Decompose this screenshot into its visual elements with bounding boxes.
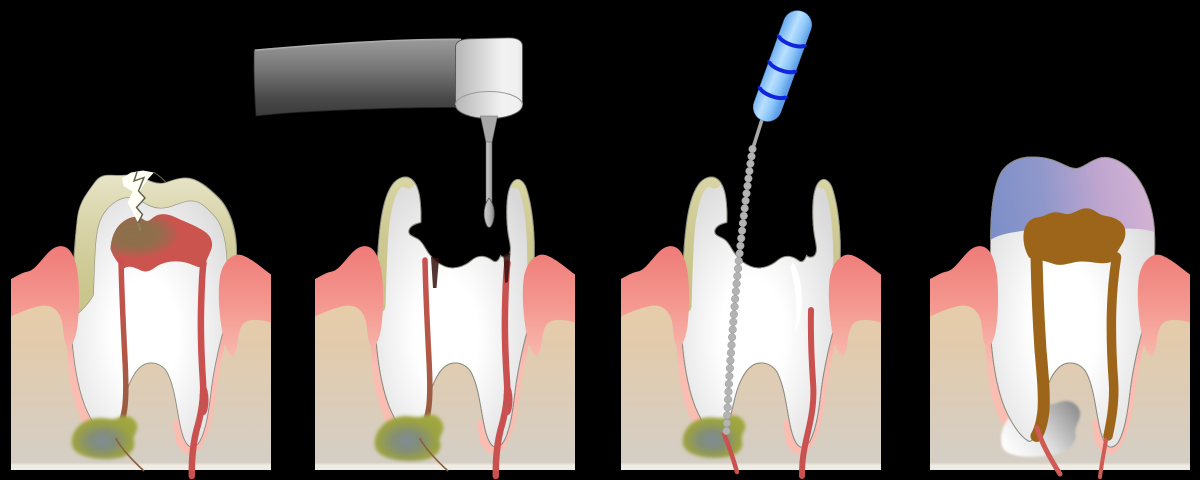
file-bead — [731, 287, 740, 296]
drill-bur-shaft — [485, 141, 493, 203]
file-bead — [726, 356, 735, 365]
file-bead — [740, 204, 749, 213]
file-bead — [731, 294, 740, 303]
crack — [122, 170, 154, 223]
root-canal-right — [799, 307, 817, 479]
file-bead — [738, 226, 747, 235]
file-bead — [748, 144, 757, 154]
canal-orifice-left — [431, 257, 439, 288]
filling-canal-right — [1103, 252, 1122, 441]
file-bead — [723, 403, 732, 412]
canal-orifice-right — [503, 253, 511, 283]
blood-vessel-left — [1034, 425, 1063, 477]
file-ring-3 — [757, 85, 789, 101]
crack-line — [132, 171, 146, 224]
file-bead — [728, 333, 737, 342]
drill-bur-tip — [483, 197, 495, 228]
panel-stage-4-restored-tooth — [930, 156, 1190, 479]
file-bead — [726, 348, 736, 357]
file-bead — [747, 152, 756, 161]
file-bead — [741, 196, 750, 205]
file-bead — [724, 395, 733, 404]
panel-stage-2-access-drilling — [253, 37, 575, 476]
file-bead — [737, 234, 746, 243]
file-bead — [738, 219, 747, 228]
file-bead — [729, 317, 738, 326]
crack-into-dentin — [137, 222, 142, 232]
file-bead — [736, 241, 745, 250]
file-bead — [725, 372, 734, 381]
file-bead — [725, 364, 734, 373]
file-bead — [739, 211, 748, 220]
endodontic-file — [722, 10, 812, 436]
file-bead — [724, 379, 733, 388]
file-bead — [733, 272, 742, 281]
file-shaft — [751, 117, 765, 149]
drill-handle-highlight — [254, 38, 462, 51]
file-bead — [727, 341, 736, 350]
file-bead — [745, 167, 754, 176]
drill-head-rim — [454, 90, 524, 106]
crack-branch — [153, 172, 167, 183]
filling-canal-left — [1030, 250, 1050, 442]
file-bead — [742, 189, 751, 198]
file-bead — [743, 181, 752, 190]
blood-vessel-right — [1098, 438, 1108, 479]
file-bead — [722, 419, 731, 428]
file-bead — [734, 256, 743, 265]
file-bead — [730, 302, 739, 311]
drill-handle — [253, 38, 462, 117]
file-bead — [746, 159, 755, 168]
file-handle-body — [752, 10, 812, 122]
file-bead — [732, 279, 741, 288]
panel-stage-1-infected-tooth — [11, 170, 271, 477]
panel-stage-3-canal-filing — [621, 10, 881, 479]
file-bead — [724, 387, 733, 396]
file-bead — [744, 174, 753, 183]
file-bead — [734, 264, 743, 273]
file-bead — [722, 426, 731, 436]
blood-vessel-left — [721, 431, 740, 475]
file-ring-2 — [767, 60, 798, 75]
drill-head — [455, 37, 523, 119]
file-handle — [752, 10, 812, 122]
abscess — [71, 415, 138, 459]
file-bead — [735, 249, 744, 258]
filling-chamber — [1023, 208, 1126, 265]
file-bead — [728, 325, 737, 334]
file-bead — [723, 411, 732, 420]
dental-drill — [253, 37, 524, 228]
file-bead — [729, 310, 738, 319]
drill-bur-cone — [480, 115, 498, 143]
canal-highlight — [790, 262, 802, 331]
file-beads — [722, 144, 757, 436]
file-ring-1 — [776, 34, 808, 49]
abscess — [374, 414, 444, 461]
